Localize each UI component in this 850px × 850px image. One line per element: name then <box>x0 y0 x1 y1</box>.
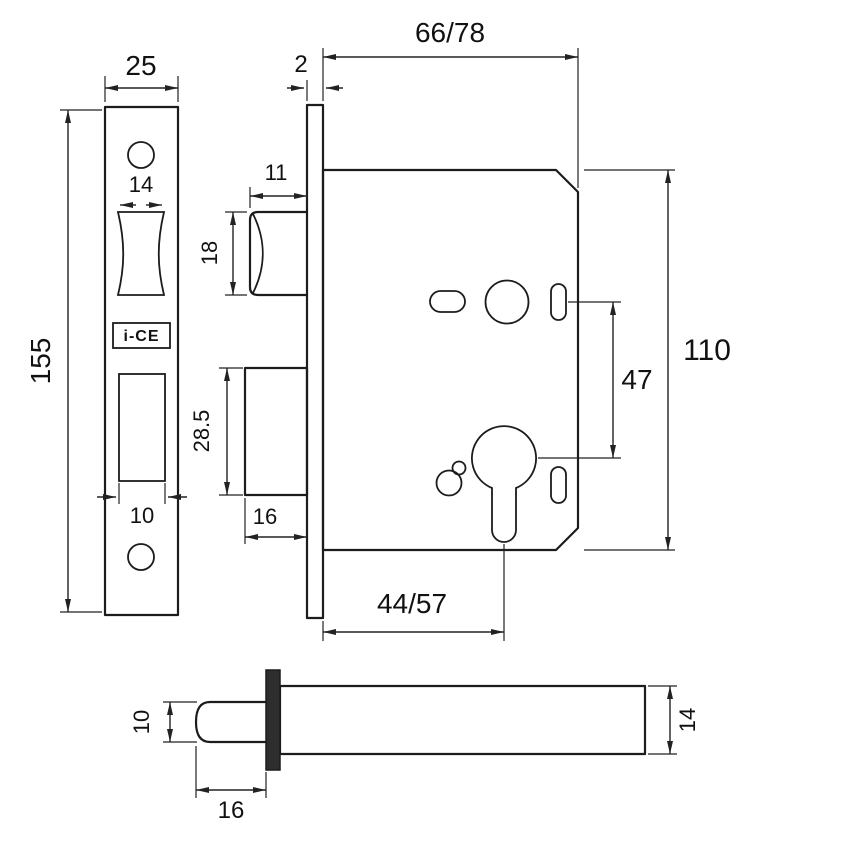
dim-label-11: 11 <box>265 160 288 185</box>
dim-deadbolt-height: 28.5 <box>189 367 243 496</box>
cam-hole-lobe <box>451 460 467 476</box>
extension-line <box>249 187 308 208</box>
latch-bolt-bottom-view <box>194 669 647 771</box>
latch-face-curve <box>252 213 264 294</box>
spindle-hole <box>484 279 530 325</box>
dim-latch-height: 18 <box>197 211 247 296</box>
dim-label-25: 25 <box>125 50 156 81</box>
dim-latch-width: 14 <box>120 172 162 208</box>
fixing-slot-top <box>550 283 567 321</box>
extension-line <box>118 483 166 504</box>
dim-label-28-5: 28.5 <box>189 410 214 453</box>
cam-hole <box>435 469 463 497</box>
dim-deadbolt-depth: 16 <box>244 498 307 544</box>
dim-label-44-57: 44/57 <box>377 588 447 619</box>
lock-case-side-view <box>243 103 580 641</box>
dim-label-10: 10 <box>130 503 154 528</box>
dim-label-bolt-10: 10 <box>129 710 154 734</box>
dim-latch-thickness: 11 <box>249 160 308 208</box>
dim-case-depth: 66/78 <box>323 17 579 188</box>
extension-line <box>163 701 197 743</box>
bolt-nose <box>194 700 268 744</box>
dim-plate-thickness: 2 <box>287 48 343 101</box>
latch-cutout <box>116 211 166 296</box>
dim-label-16: 16 <box>253 504 277 529</box>
deadbolt-side <box>243 366 309 497</box>
forend-plate-edge <box>305 103 325 620</box>
dim-centres: 47 <box>538 301 653 459</box>
dim-bolt-diameter: 10 <box>129 701 197 743</box>
dim-faceplate-width: 25 <box>104 50 179 102</box>
euro-cylinder-hole <box>471 425 537 543</box>
follower-slot-hole <box>429 290 466 313</box>
dim-bolt-length: 16 <box>195 746 267 824</box>
dim-bolt-slot-width: 10 <box>97 483 187 528</box>
extension-line <box>225 211 247 296</box>
dim-case-height: 110 <box>584 169 731 551</box>
extension-line <box>60 109 102 613</box>
extension-line <box>219 367 243 496</box>
bolt-housing-bar <box>278 684 647 756</box>
dim-bar-height: 14 <box>648 685 700 755</box>
screw-hole-top <box>127 141 155 169</box>
fixing-slot-bottom <box>550 466 567 504</box>
logo-box <box>112 322 171 349</box>
extension-line <box>538 301 621 459</box>
dim-faceplate-height: 155 <box>25 109 102 613</box>
forend-cross-section <box>265 669 281 771</box>
extension-line <box>584 169 675 551</box>
brand-logo: i-CE <box>124 328 160 345</box>
extension-line <box>648 685 677 755</box>
extension-line <box>306 48 324 101</box>
dim-label-2: 2 <box>294 51 307 78</box>
dim-label-110: 110 <box>683 334 731 367</box>
dim-label-bar-14: 14 <box>675 708 700 732</box>
dim-label-155: 155 <box>25 338 56 385</box>
dim-backset: 44/57 <box>322 588 504 641</box>
dim-label-47: 47 <box>621 364 652 395</box>
faceplate-outline <box>103 105 180 617</box>
latch-bolt-side <box>248 210 309 297</box>
dim-label-14: 14 <box>129 172 153 197</box>
lock-case-outline <box>321 168 580 552</box>
screw-hole-bottom <box>127 543 155 571</box>
dim-label-66-78: 66/78 <box>415 17 485 48</box>
faceplate-front-view: i-CE <box>103 105 180 617</box>
deadbolt-cutout <box>118 373 166 482</box>
dim-label-bolt-16: 16 <box>218 797 245 824</box>
dim-label-18: 18 <box>197 241 222 265</box>
